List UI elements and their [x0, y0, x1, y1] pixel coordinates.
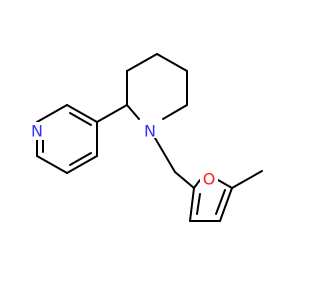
bond-fur-c5-c4: [219, 187, 233, 222]
pyridine-ring: [36, 104, 98, 174]
furan-o-label: O: [203, 170, 216, 189]
atom-label-piperidine-n: N: [142, 120, 160, 141]
pyridine-n-label: N: [31, 122, 43, 141]
bond-pip-c6-n: [162, 104, 188, 120]
bond-fur-o-c5: [217, 179, 233, 189]
molecule-structure-diagram: N N O: [28, 53, 263, 222]
bond-pyr-pip: [96, 104, 128, 123]
piperidine-ring: [126, 53, 188, 120]
bond-pyr-c4-c5: [66, 155, 98, 174]
bond-ch2-furan: [174, 171, 195, 189]
bond-n-ch2: [154, 137, 176, 173]
bond-fur-c3-c2: [189, 187, 195, 222]
bond-pip-c3-c4: [126, 53, 158, 72]
piperidine-n-label: N: [144, 122, 156, 141]
bond-fur-c2-o: [193, 179, 201, 189]
bond-pyr-double-2: [69, 152, 92, 166]
bond-pyr-double-1: [69, 112, 92, 126]
atom-label-furan-o: O: [200, 170, 218, 189]
bond-fur-double-1: [196, 193, 201, 215]
bond-pip-c4-c5: [156, 53, 188, 72]
atom-label-pyridine-n: N: [28, 122, 46, 141]
bond-pip-n-c2: [126, 104, 140, 120]
bond-pyr-c2-c3: [66, 104, 98, 123]
bond-pyr-c5-c6: [36, 155, 68, 174]
bond-methyl: [231, 170, 263, 189]
bond-fur-double-2: [215, 189, 226, 215]
furan-ring: [189, 179, 233, 222]
bond-pyr-n-c2: [36, 104, 68, 123]
